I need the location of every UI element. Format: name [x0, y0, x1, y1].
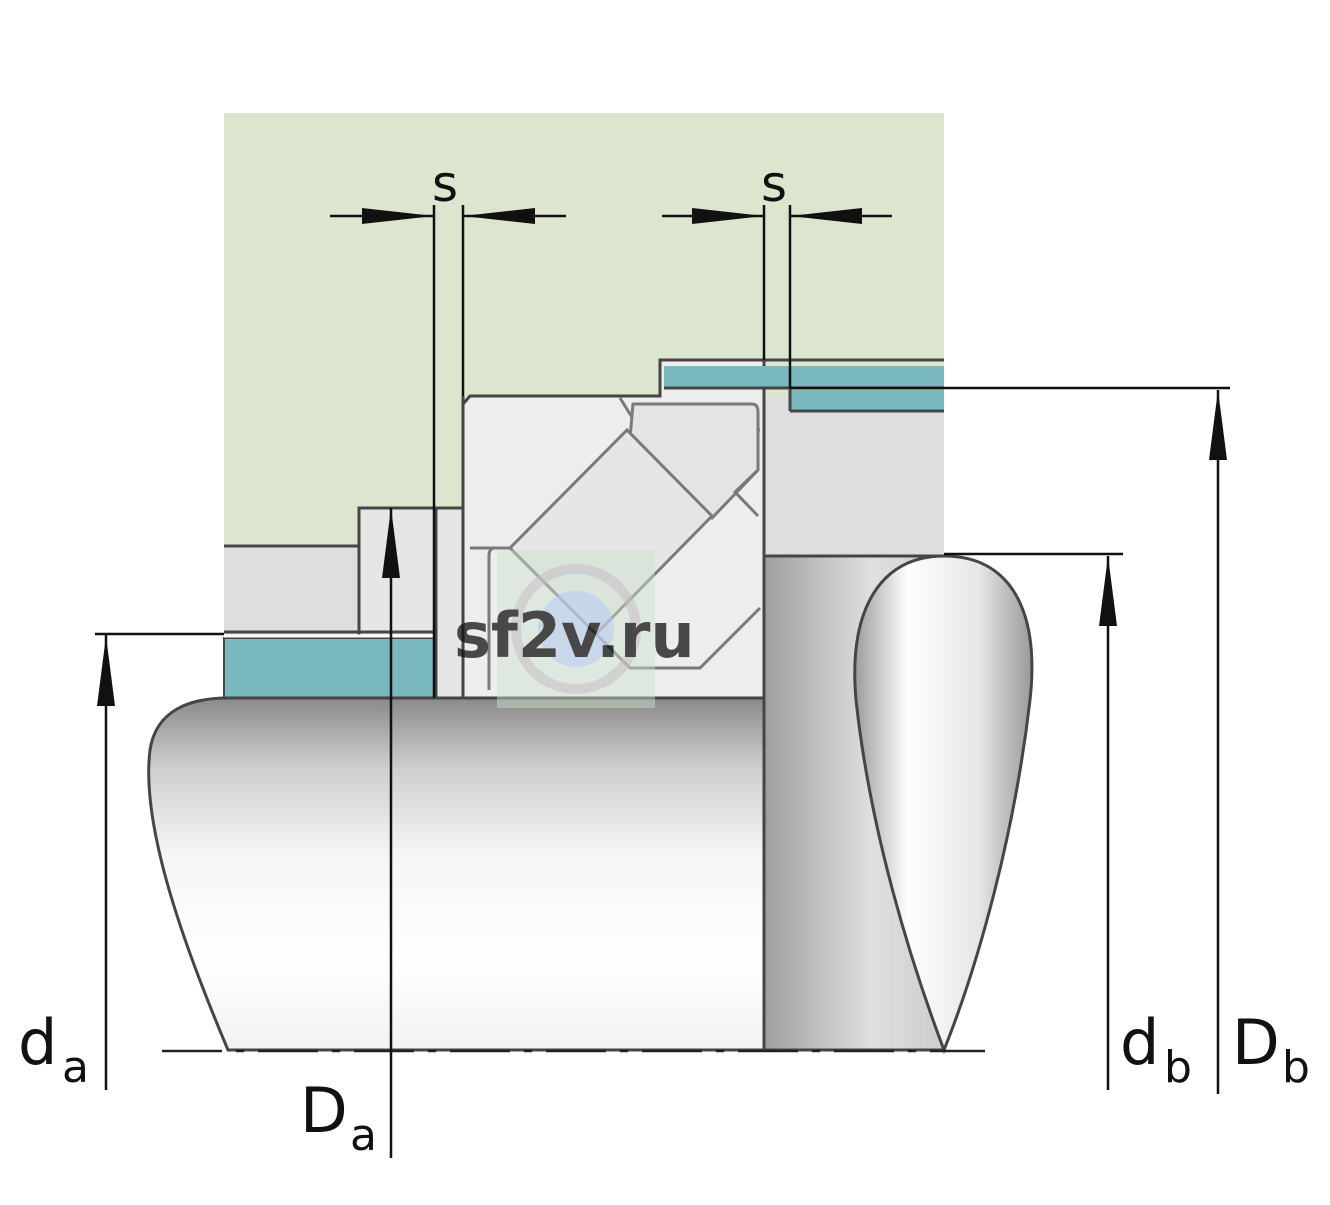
- s-left-dimension: [330, 205, 566, 698]
- da-subscript: a: [62, 1042, 89, 1093]
- shaft: [147, 696, 766, 1052]
- db-subscript: b: [1164, 1042, 1192, 1093]
- Db-label: D: [1232, 1006, 1280, 1079]
- bearing-rollers: [470, 397, 762, 690]
- Db-subscript: b: [1282, 1042, 1310, 1093]
- housing-shoulder-block: [764, 396, 944, 556]
- housing-outline: [224, 358, 944, 698]
- da-label: d: [18, 1006, 57, 1079]
- Da-label: D: [300, 1074, 348, 1147]
- Db-dimension: [790, 386, 1230, 1094]
- Da-subscript: a: [350, 1110, 377, 1161]
- svg-text:sf2v.ru: sf2v.ru: [454, 599, 695, 672]
- db-dimension: [944, 552, 1123, 1090]
- Da-dimension: [382, 508, 400, 1158]
- watermark: sf2v.ru: [454, 550, 695, 708]
- left-seal: [223, 637, 437, 699]
- s-right-label: s: [761, 155, 787, 213]
- s-left-label: s: [432, 155, 458, 213]
- db-label: d: [1120, 1006, 1159, 1079]
- da-dimension: [95, 632, 224, 1090]
- right-seal-upper: [664, 366, 944, 388]
- s-right-dimension: [662, 205, 892, 388]
- right-seal-lower: [790, 390, 944, 410]
